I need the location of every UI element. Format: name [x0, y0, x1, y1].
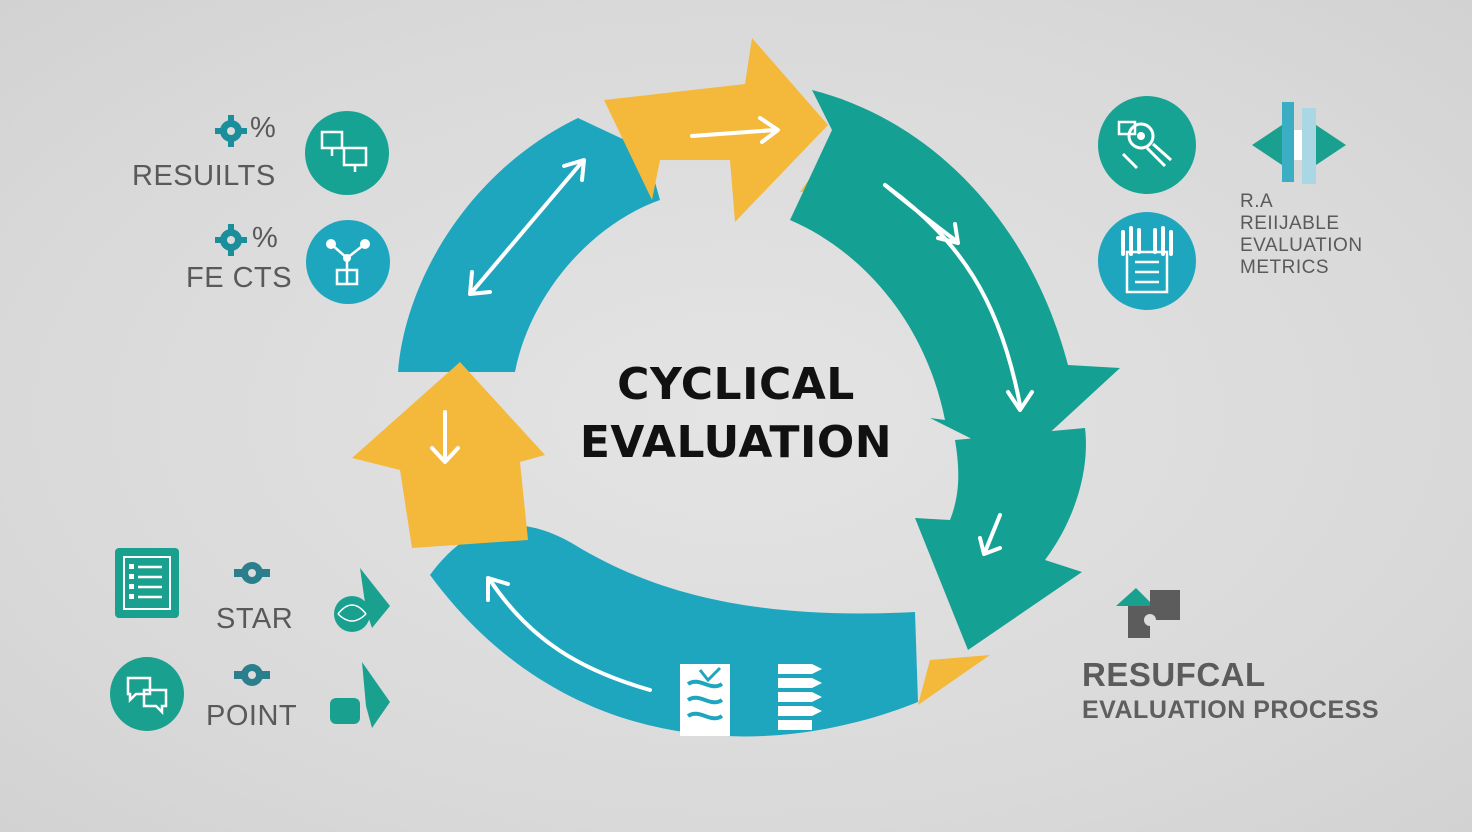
clipboard-hands-icon: [1121, 226, 1173, 294]
title-line-1: CYCLICAL: [617, 359, 855, 410]
puzzle-pieces-icon: [1116, 588, 1180, 638]
metrics-line-3: METRICS: [1240, 257, 1329, 278]
results-icon-circle: [305, 111, 389, 195]
computer-monitors-icon: [320, 130, 368, 172]
cycle-arrow-left: [352, 362, 545, 548]
cycle-wedge-bottom-right: [918, 655, 990, 705]
label-point: POINT: [206, 700, 298, 732]
diagram-title: CYCLICAL EVALUATION: [536, 356, 936, 472]
cycle-segment-right: [790, 90, 1120, 462]
percent-symbol-2: %: [252, 222, 279, 254]
title-line-2: EVALUATION: [579, 417, 893, 468]
chat-bubbles-icon: [126, 676, 168, 716]
label-results: RESUILTS: [132, 160, 276, 192]
cycle-arrow-top: [604, 38, 828, 222]
label-start: STAR: [216, 603, 294, 635]
cycle-segment-bottom: [430, 525, 918, 737]
metrics-line-1: REIIJABLE: [1240, 213, 1340, 234]
puzzle-gear-icon: [234, 562, 270, 584]
hand-globe-icon: [330, 662, 390, 728]
gears-icon: [1117, 120, 1172, 170]
metrics-line-2: EVALUATION: [1240, 235, 1363, 256]
gear-percent-icon: [215, 115, 247, 147]
cycle-segment-left-upper: [398, 118, 660, 372]
cycle-inner-arrows: [430, 116, 1034, 692]
split-arrows-icon: [1252, 102, 1346, 184]
network-nodes-icon: [326, 239, 370, 286]
list-lines-icon: [778, 664, 822, 730]
checklist-icon: [123, 556, 171, 610]
process-title: RESUFCAL: [1082, 656, 1266, 693]
label-facts: FE CTS: [186, 262, 293, 294]
process-subtitle: EVALUATION PROCESS: [1082, 696, 1379, 724]
checklist-icon-box: [115, 548, 179, 618]
gear-percent-icon: [215, 224, 247, 256]
percent-symbol-1: %: [250, 112, 277, 144]
hand-globe-icon: [334, 568, 390, 632]
document-waves-icon: [680, 664, 730, 736]
puzzle-gear-icon: [234, 664, 270, 686]
cycle-arrow-right-lower: [915, 428, 1086, 650]
metrics-prefix: R.A: [1240, 191, 1274, 212]
